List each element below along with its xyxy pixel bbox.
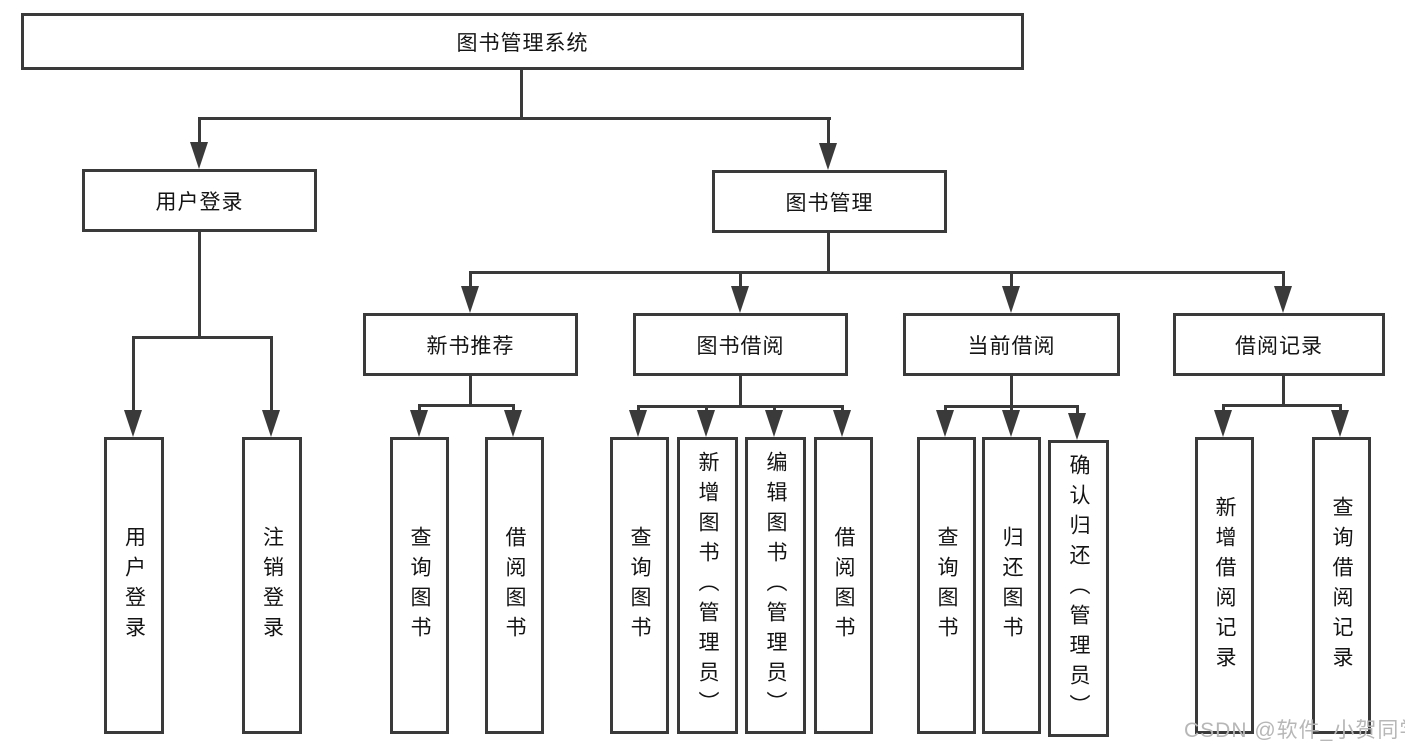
node-bb-query-book-label: 查询图书 bbox=[628, 525, 652, 646]
node-nb-query-book-label: 查询图书 bbox=[408, 525, 432, 646]
arrowhead-nb-query bbox=[410, 410, 428, 437]
node-root-label: 图书管理系统 bbox=[456, 31, 589, 55]
node-br-query-record: 查询借阅记录 bbox=[1312, 437, 1371, 734]
arrowhead-borrow-record bbox=[1274, 286, 1292, 313]
connector-stub-nb-borrow bbox=[512, 404, 515, 412]
node-ul-user-login-label: 用户登录 bbox=[122, 525, 146, 646]
connector-stub-book-mgmt bbox=[827, 117, 830, 145]
node-cb-confirm-return-admin: 确认归还（管理员） bbox=[1048, 440, 1109, 737]
node-bb-add-book-admin-label: 新增图书（管理员） bbox=[696, 450, 720, 721]
connector-user-login-bus bbox=[132, 336, 273, 339]
node-br-add-record-label: 新增借阅记录 bbox=[1213, 495, 1237, 676]
arrowhead-ul-user-login bbox=[124, 410, 142, 437]
arrowhead-cb-query bbox=[936, 410, 954, 437]
node-user-login: 用户登录 bbox=[82, 169, 317, 232]
connector-stub-ul-user-login bbox=[132, 336, 135, 412]
node-borrow-record: 借阅记录 bbox=[1173, 313, 1385, 376]
node-bb-query-book: 查询图书 bbox=[610, 437, 669, 734]
node-new-book-rec-label: 新书推荐 bbox=[426, 334, 515, 358]
connector-current-borrow-drop bbox=[1010, 376, 1013, 407]
node-bb-borrow-book: 借阅图书 bbox=[814, 437, 873, 734]
node-borrow-record-label: 借阅记录 bbox=[1235, 334, 1323, 358]
node-nb-borrow-book: 借阅图书 bbox=[485, 437, 544, 734]
connector-level2-bus bbox=[198, 117, 831, 120]
connector-stub-ul-logout bbox=[270, 336, 273, 412]
node-new-book-rec: 新书推荐 bbox=[363, 313, 578, 376]
node-book-mgmt: 图书管理 bbox=[712, 170, 947, 233]
arrowhead-bb-query bbox=[629, 410, 647, 437]
node-br-add-record: 新增借阅记录 bbox=[1195, 437, 1254, 734]
node-book-borrow: 图书借阅 bbox=[633, 313, 848, 376]
connector-stub-book-borrow bbox=[739, 271, 742, 288]
node-ul-logout-label: 注销登录 bbox=[260, 525, 284, 646]
arrowhead-book-borrow bbox=[731, 286, 749, 313]
connector-stub-bb-borrow bbox=[841, 405, 844, 412]
node-nb-query-book: 查询图书 bbox=[390, 437, 449, 734]
arrowhead-bb-add bbox=[697, 410, 715, 437]
arrowhead-cb-confirm bbox=[1068, 413, 1086, 440]
arrowhead-br-add bbox=[1214, 410, 1232, 437]
node-ul-user-login: 用户登录 bbox=[104, 437, 164, 734]
node-cb-query-book-label: 查询图书 bbox=[935, 525, 959, 646]
connector-user-login-drop bbox=[198, 232, 201, 336]
connector-stub-cb-confirm bbox=[1076, 405, 1079, 415]
connector-borrow-record-drop bbox=[1282, 376, 1285, 405]
connector-stub-current-borrow bbox=[1010, 271, 1013, 288]
connector-new-book-drop bbox=[469, 376, 472, 407]
connector-level3-bus bbox=[469, 271, 1285, 274]
arrowhead-bb-edit bbox=[765, 410, 783, 437]
connector-root-drop bbox=[520, 69, 523, 118]
arrowhead-ul-logout bbox=[262, 410, 280, 437]
connector-stub-bb-edit bbox=[773, 405, 776, 412]
connector-stub-nb-query bbox=[418, 404, 421, 412]
connector-book-mgmt-drop bbox=[827, 233, 830, 272]
node-current-borrow: 当前借阅 bbox=[903, 313, 1120, 376]
connector-stub-br-query bbox=[1339, 404, 1342, 412]
node-ul-logout: 注销登录 bbox=[242, 437, 302, 734]
connector-stub-cb-query bbox=[944, 405, 947, 412]
node-bb-edit-book-admin: 编辑图书（管理员） bbox=[745, 437, 806, 734]
connector-book-borrow-drop bbox=[739, 376, 742, 407]
arrowhead-book-mgmt bbox=[819, 143, 837, 170]
arrowhead-user-login bbox=[190, 142, 208, 169]
arrowhead-br-query bbox=[1331, 410, 1349, 437]
node-book-borrow-label: 图书借阅 bbox=[696, 334, 785, 358]
arrowhead-nb-borrow bbox=[504, 410, 522, 437]
connector-stub-new-book-rec bbox=[469, 271, 472, 288]
arrowhead-new-book-rec bbox=[461, 286, 479, 313]
node-bb-borrow-book-label: 借阅图书 bbox=[832, 525, 856, 646]
connector-stub-user-login bbox=[198, 117, 201, 145]
connector-stub-cb-return bbox=[1010, 405, 1013, 412]
node-root: 图书管理系统 bbox=[21, 13, 1024, 70]
node-current-borrow-label: 当前借阅 bbox=[967, 334, 1056, 358]
csdn-watermark: CSDN @软件_小贺同学 bbox=[1184, 719, 1405, 742]
node-cb-return-book: 归还图书 bbox=[982, 437, 1041, 734]
arrowhead-cb-return bbox=[1002, 410, 1020, 437]
node-cb-return-book-label: 归还图书 bbox=[1000, 525, 1024, 646]
connector-stub-br-add bbox=[1222, 404, 1225, 412]
node-br-query-record-label: 查询借阅记录 bbox=[1330, 495, 1354, 676]
arrowhead-current-borrow bbox=[1002, 286, 1020, 313]
connector-stub-bb-add bbox=[705, 405, 708, 412]
node-user-login-label: 用户登录 bbox=[155, 190, 244, 214]
connector-stub-borrow-record bbox=[1282, 271, 1285, 288]
connector-book-borrow-bus bbox=[637, 405, 844, 408]
arrowhead-bb-borrow bbox=[833, 410, 851, 437]
node-cb-query-book: 查询图书 bbox=[917, 437, 976, 734]
connector-stub-bb-query bbox=[637, 405, 640, 412]
node-cb-confirm-return-admin-label: 确认归还（管理员） bbox=[1067, 453, 1091, 724]
node-nb-borrow-book-label: 借阅图书 bbox=[503, 525, 527, 646]
node-bb-add-book-admin: 新增图书（管理员） bbox=[677, 437, 738, 734]
connector-borrow-record-bus bbox=[1222, 404, 1342, 407]
node-book-mgmt-label: 图书管理 bbox=[785, 191, 874, 215]
node-bb-edit-book-admin-label: 编辑图书（管理员） bbox=[764, 450, 788, 721]
connector-new-book-bus bbox=[418, 404, 515, 407]
